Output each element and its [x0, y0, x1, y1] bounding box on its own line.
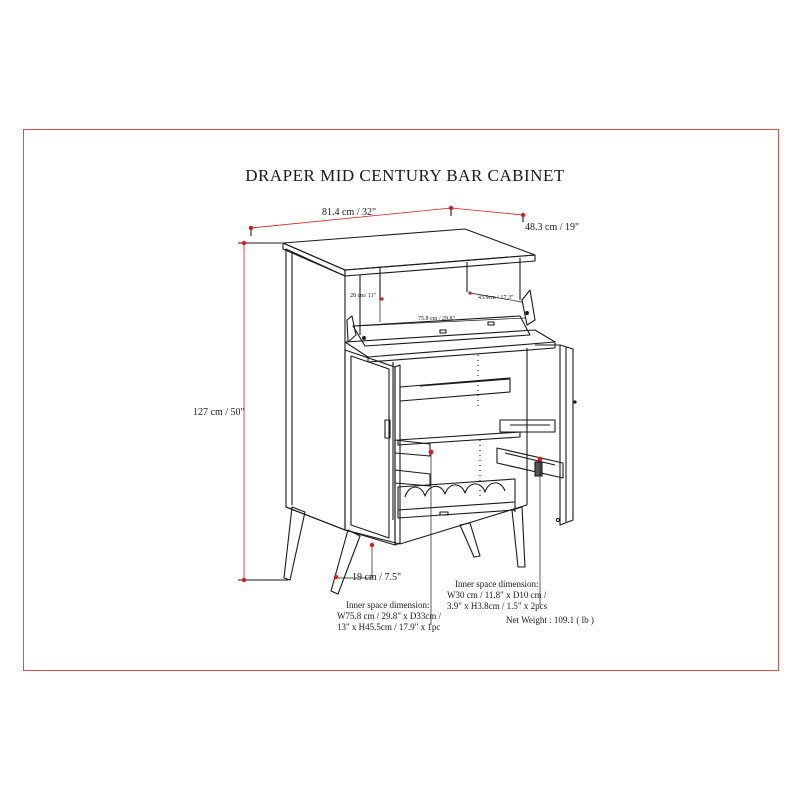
inner-space-door-line1: W30 cm / 11.8" x D10 cm / — [447, 590, 547, 600]
inner-space-main-heading: Inner space dimension: — [346, 600, 430, 610]
inner-space-main-line1: W75.8 cm / 29.8" x D33cm / — [337, 611, 442, 621]
inner-space-door-heading: Inner space dimension: — [455, 579, 539, 589]
right-door — [496, 344, 577, 526]
left-door — [344, 349, 431, 546]
upper-width-label: 75.8 cm / 29.8" — [418, 316, 455, 322]
cabinet-side-panel — [285, 248, 346, 531]
upper-height-label: 28 cm/ 11" — [350, 293, 377, 299]
dimension-markers — [241, 205, 543, 583]
upper-inner-dimension-lines — [355, 267, 526, 327]
depth-dimension-line — [450, 207, 524, 222]
inner-space-door-line2: 3.9" x H3.8cm / 1.5" x 2pcs — [447, 601, 548, 611]
inner-space-main-line2: 13" x H45.5cm / 17.9" x 1pc — [337, 622, 441, 632]
inner-space-leaders — [430, 452, 541, 625]
leg-height-label: 19 cm / 7.5" — [352, 572, 402, 583]
leg-dimension-line — [338, 545, 373, 579]
lower-cabinet-body — [392, 348, 528, 520]
drop-down-flap — [344, 289, 556, 363]
product-title: DRAPER MID CENTURY BAR CABINET — [245, 166, 565, 185]
sheet-border — [23, 129, 779, 671]
height-dimension-line — [238, 242, 288, 581]
wine-rack — [397, 478, 516, 519]
depth-label: 48.3 cm / 19" — [525, 222, 580, 233]
cabinet-legs — [283, 504, 528, 595]
width-label: 81.4 cm / 32" — [322, 207, 377, 218]
upper-depth-label: 43.9cm / 17.3" — [478, 295, 514, 301]
net-weight-label: Net Weight : 109.1 ( lb ) — [506, 615, 594, 625]
cabinet-top — [282, 228, 536, 277]
height-label: 127 cm / 50" — [193, 407, 245, 418]
